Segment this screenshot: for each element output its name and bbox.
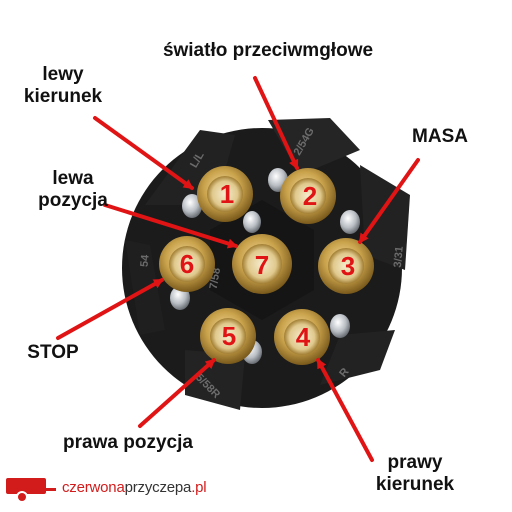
terminal-screws [170, 168, 360, 364]
label-right-turn-line1: prawy [387, 452, 443, 473]
pin-4 [274, 309, 330, 365]
pin-2 [280, 168, 336, 224]
label-stop: STOP [27, 342, 79, 363]
pin-number-5: 5 [222, 321, 236, 351]
pin-number-4: 4 [296, 322, 311, 352]
arrow-left-position [103, 203, 238, 249]
label-left-turn: lewy kierunek [8, 64, 118, 108]
label-fog-light: światło przeciwmgłowe [162, 40, 374, 61]
arrow-left-turn [93, 116, 194, 190]
label-right-turn: prawy kierunek [360, 452, 470, 496]
label-left-position-line1: lewa [52, 168, 94, 189]
label-left-position: lewa pozycja [18, 168, 128, 212]
trailer-logo-icon [6, 478, 56, 503]
label-left-turn-line2: kierunek [23, 86, 103, 107]
label-ground: MASA [412, 126, 468, 147]
brand-part-2: przyczepa [124, 478, 192, 496]
arrow-right-turn [316, 358, 374, 462]
brand-part-1: czerwona [62, 478, 125, 496]
label-right-position: prawa pozycja [63, 432, 193, 453]
pin-marking-3: 3/31 [392, 246, 406, 268]
pin-3 [318, 238, 374, 294]
pin-number-7: 7 [255, 250, 269, 280]
pin-marking-6: 54 [139, 253, 152, 267]
pin-1 [197, 166, 253, 222]
pins [159, 166, 374, 365]
pin-number-1: 1 [220, 179, 234, 209]
pin-number-3: 3 [341, 251, 355, 281]
pin-number-2: 2 [303, 181, 317, 211]
pin-number-6: 6 [180, 249, 194, 279]
label-left-position-line2: pozycja [38, 190, 108, 211]
brand-logo: czerwonaprzyczepa.pl [56, 472, 207, 502]
pin-5 [200, 308, 256, 364]
arrow-right-position [138, 358, 216, 428]
pin-7 [232, 234, 292, 294]
label-left-turn-line1: lewy [42, 64, 84, 85]
brand-part-3: .pl [191, 478, 207, 496]
label-right-turn-line2: kierunek [375, 474, 455, 495]
arrow-fog-light [253, 76, 299, 170]
brand-text: czerwonaprzyczepa.pl [62, 478, 207, 496]
arrow-stop [56, 278, 164, 340]
arrow-ground [358, 158, 420, 244]
pin-6 [159, 236, 215, 292]
